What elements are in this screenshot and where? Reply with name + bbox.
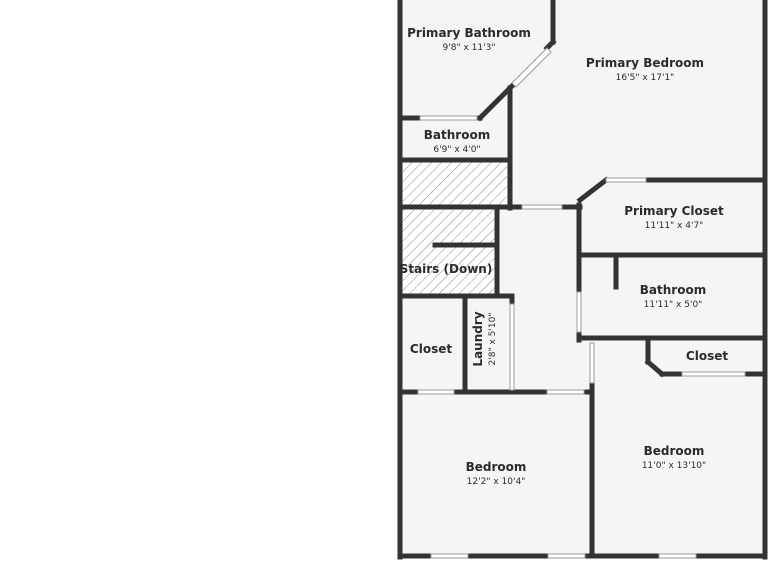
label-primary-bathroom: Primary Bathroom [407,26,531,40]
window-bottom-3 [658,553,697,559]
window-laundry [509,303,515,391]
window-right-closet [681,371,746,377]
dims-bathroom-2: 11'11" x 5'0" [644,300,703,310]
label-laundry: Laundry [471,311,485,366]
dims-bathroom-small: 6'9" x 4'0" [433,145,480,155]
windows [417,47,746,559]
label-primary-bedroom: Primary Bedroom [586,56,704,70]
dims-bedroom-left: 12'2" x 10'4" [467,477,526,487]
dims-primary-bedroom: 16'5" x 17'1" [616,73,675,83]
dims-bedroom-right: 11'0" x 13'10" [642,461,706,471]
label-bathroom-small: Bathroom [424,128,490,142]
label-bathroom-2: Bathroom [640,283,706,297]
label-primary-closet: Primary Closet [624,204,724,218]
dims-primary-bathroom: 9'8" x 11'3" [443,43,496,53]
stair-hatch-upper [403,162,507,205]
window-bath2-left [576,291,582,333]
label-stairs: Stairs (Down) [400,262,493,276]
dims-laundry: 2'8" x 5'10" [488,313,498,366]
label-closet-left: Closet [410,342,452,356]
window-bedroom-right-left [589,342,595,384]
window-bath-top [419,115,478,121]
label-bedroom-right: Bedroom [644,444,705,458]
stair-hatch-lower [403,210,497,295]
window-closet-top [605,177,647,183]
window-bedroom-top [546,389,585,395]
dims-primary-closet: 11'11" x 4'7" [645,221,704,231]
window-hall-top [521,204,563,210]
window-closet-bottom [417,389,455,395]
window-diagonal [511,47,552,88]
window-bottom-1 [430,553,469,559]
label-closet-right: Closet [686,349,728,363]
window-bottom-2 [547,553,586,559]
label-bedroom-left: Bedroom [466,460,527,474]
